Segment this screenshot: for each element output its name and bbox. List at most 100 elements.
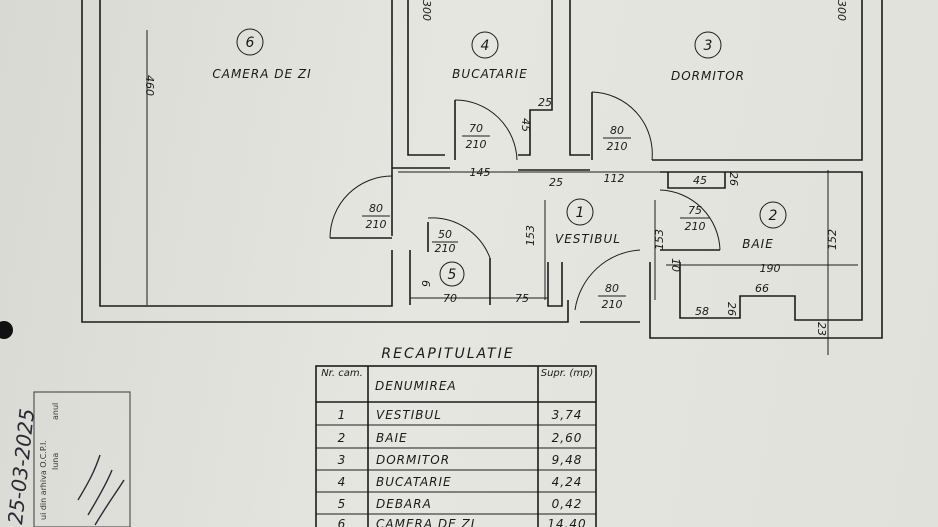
- room-name-camera-de-zi: CAMERA DE ZI: [212, 67, 311, 81]
- dim-190: 190: [760, 262, 781, 275]
- svg-text:3,74: 3,74: [552, 408, 583, 422]
- door-swings: [329, 91, 721, 323]
- room-number: 6: [246, 35, 255, 51]
- room-circle-3: [694, 31, 722, 59]
- svg-text:BUCATARIE: BUCATARIE: [376, 475, 452, 489]
- archive-stamp: ui din arhiva O.C.P.I. luna anul 25-03-2…: [3, 391, 131, 527]
- wall-stub: [547, 262, 563, 307]
- table-row: 3 DORMITOR 9,48: [338, 453, 583, 467]
- dim-300: 300: [420, 0, 433, 21]
- wall-dormitor-left: [569, 0, 590, 156]
- outer-wall-left: [81, 0, 569, 323]
- dim-25: 25: [538, 96, 552, 109]
- door-width: 80: [369, 202, 383, 215]
- dim-23: 23: [815, 322, 828, 336]
- outer-wall-right: [649, 0, 883, 339]
- stamp-frame: [33, 391, 131, 527]
- dim-26: 26: [725, 302, 738, 316]
- dim-153: 153: [653, 229, 666, 250]
- svg-text:3: 3: [338, 453, 347, 467]
- svg-text:6: 6: [338, 517, 347, 527]
- stamp-text: ui din arhiva O.C.P.I.: [39, 440, 48, 520]
- svg-text:1: 1: [338, 408, 347, 422]
- room-name-baie: BAIE: [742, 237, 774, 251]
- table-row: 4 BUCATARIE 4,24: [338, 475, 583, 489]
- room-name-vestibul: VESTIBUL: [555, 232, 621, 246]
- dim-45: 45: [693, 174, 707, 187]
- wall-partition-top: [518, 0, 553, 156]
- inner-wall-camera: [99, 0, 393, 307]
- svg-text:9,48: 9,48: [552, 453, 583, 467]
- svg-text:CAMERA DE ZI: CAMERA DE ZI: [376, 517, 475, 527]
- room-number: 3: [704, 38, 713, 54]
- door-height: 210: [435, 242, 456, 255]
- room-number: 4: [481, 38, 490, 54]
- wall-niche: [667, 172, 726, 189]
- dim-145: 145: [470, 166, 491, 179]
- svg-text:2: 2: [338, 431, 347, 445]
- door-width: 80: [605, 282, 619, 295]
- door-width: 70: [469, 122, 483, 135]
- svg-text:DEBARA: DEBARA: [376, 497, 432, 511]
- wall-dormitor-bottom: [652, 0, 863, 161]
- door-arc-debara: [427, 217, 491, 259]
- header-nr: Nr. cam.: [321, 368, 363, 379]
- door-arc-dormitor: [591, 91, 653, 161]
- door-height: 210: [366, 218, 387, 231]
- wall-baie: [660, 171, 863, 321]
- door-arc-baie: [659, 189, 721, 251]
- punch-hole: [0, 321, 13, 339]
- dim-460: 460: [143, 75, 156, 96]
- door-width: 50: [438, 228, 452, 241]
- table-row: 2 BAIE 2,60: [338, 431, 583, 445]
- room-number: 2: [769, 208, 778, 224]
- room-circle-2: [759, 201, 787, 229]
- svg-text:4,24: 4,24: [552, 475, 583, 489]
- dim-300: 300: [835, 0, 848, 21]
- header-area: Supr. (mp): [540, 368, 594, 379]
- recap-title: RECAPITULATIE: [381, 346, 514, 362]
- room-circle-6: [236, 28, 264, 56]
- table-frame: [315, 365, 597, 527]
- door-height: 210: [607, 140, 628, 153]
- door-labels: 70 210 80 210 80 210 50 210 75 210 80 21…: [362, 122, 710, 311]
- table-row: 5 DEBARA 0,42: [338, 497, 583, 511]
- stamp-text: anul: [51, 403, 60, 420]
- door-height: 210: [602, 298, 623, 311]
- wall-bucatarie-left: [407, 0, 445, 156]
- door-width: 75: [688, 204, 702, 217]
- dim-6: 6: [419, 280, 432, 287]
- room-name-bucatarie: BUCATARIE: [452, 67, 528, 81]
- dim-152: 152: [826, 229, 839, 250]
- room-number: 1: [576, 205, 585, 221]
- dimension-labels: 460 300 300 25 45 145 25 112 45 26 153 1…: [143, 0, 848, 336]
- signature-strokes: [77, 454, 125, 526]
- door-arc-bucatarie: [454, 99, 518, 161]
- dim-26: 26: [727, 172, 740, 186]
- svg-text:DORMITOR: DORMITOR: [376, 453, 450, 467]
- dim-153: 153: [524, 225, 537, 246]
- room-circle-4: [471, 31, 499, 59]
- room-circle-1: [566, 198, 594, 226]
- door-height: 210: [466, 138, 487, 151]
- door-arc-camera: [329, 175, 393, 239]
- dim-66: 66: [755, 282, 769, 295]
- dim-25: 25: [549, 176, 563, 189]
- header-name: DENUMIREA: [375, 379, 457, 393]
- dim-112: 112: [604, 172, 625, 185]
- room-name-dormitor: DORMITOR: [671, 69, 745, 83]
- svg-text:5: 5: [338, 497, 347, 511]
- dim-10: 10: [669, 258, 682, 272]
- table-row: 6 CAMERA DE ZI 14,40: [338, 517, 586, 527]
- door-height: 210: [685, 220, 706, 233]
- svg-text:14,40: 14,40: [547, 517, 586, 527]
- dimension-lines: [146, 30, 858, 355]
- recap-table: RECAPITULATIE Nr. cam. DENUMIREA Supr. (…: [315, 346, 597, 527]
- svg-text:BAIE: BAIE: [376, 431, 408, 445]
- dim-45: 45: [519, 118, 532, 132]
- dim-70: 70: [443, 292, 457, 305]
- svg-text:0,42: 0,42: [552, 497, 583, 511]
- door-arc-entry: [574, 249, 641, 311]
- svg-text:2,60: 2,60: [552, 431, 583, 445]
